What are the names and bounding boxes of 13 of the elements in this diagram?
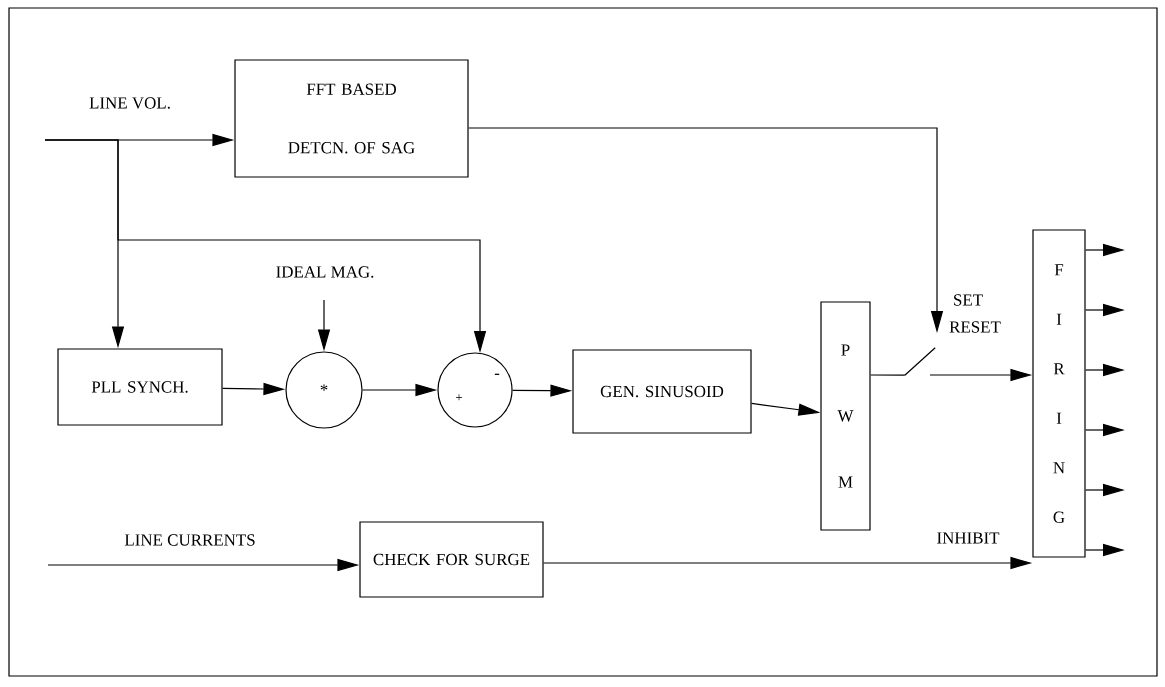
process-box: CHECK FOR SURGE	[359, 521, 544, 598]
process-box: P W M	[820, 301, 871, 531]
process-box: GEN. SINUSOID	[572, 349, 752, 434]
edge-label: INHIBIT	[935, 531, 1001, 545]
signal-label: RESET	[949, 321, 1001, 333]
signal-label: LINE VOL.	[89, 97, 170, 109]
process-box: F I R I N G	[1032, 229, 1086, 558]
signal-label: SET	[954, 294, 983, 306]
signal-label: LINE CURRENTS	[124, 534, 255, 546]
switch-symbol	[904, 347, 936, 376]
process-box: FFT BASED DETCN. OF SAG	[234, 59, 469, 178]
signal-label: IDEAL MAG.	[276, 266, 374, 278]
process-box: PLL SYNCH.	[57, 348, 223, 426]
